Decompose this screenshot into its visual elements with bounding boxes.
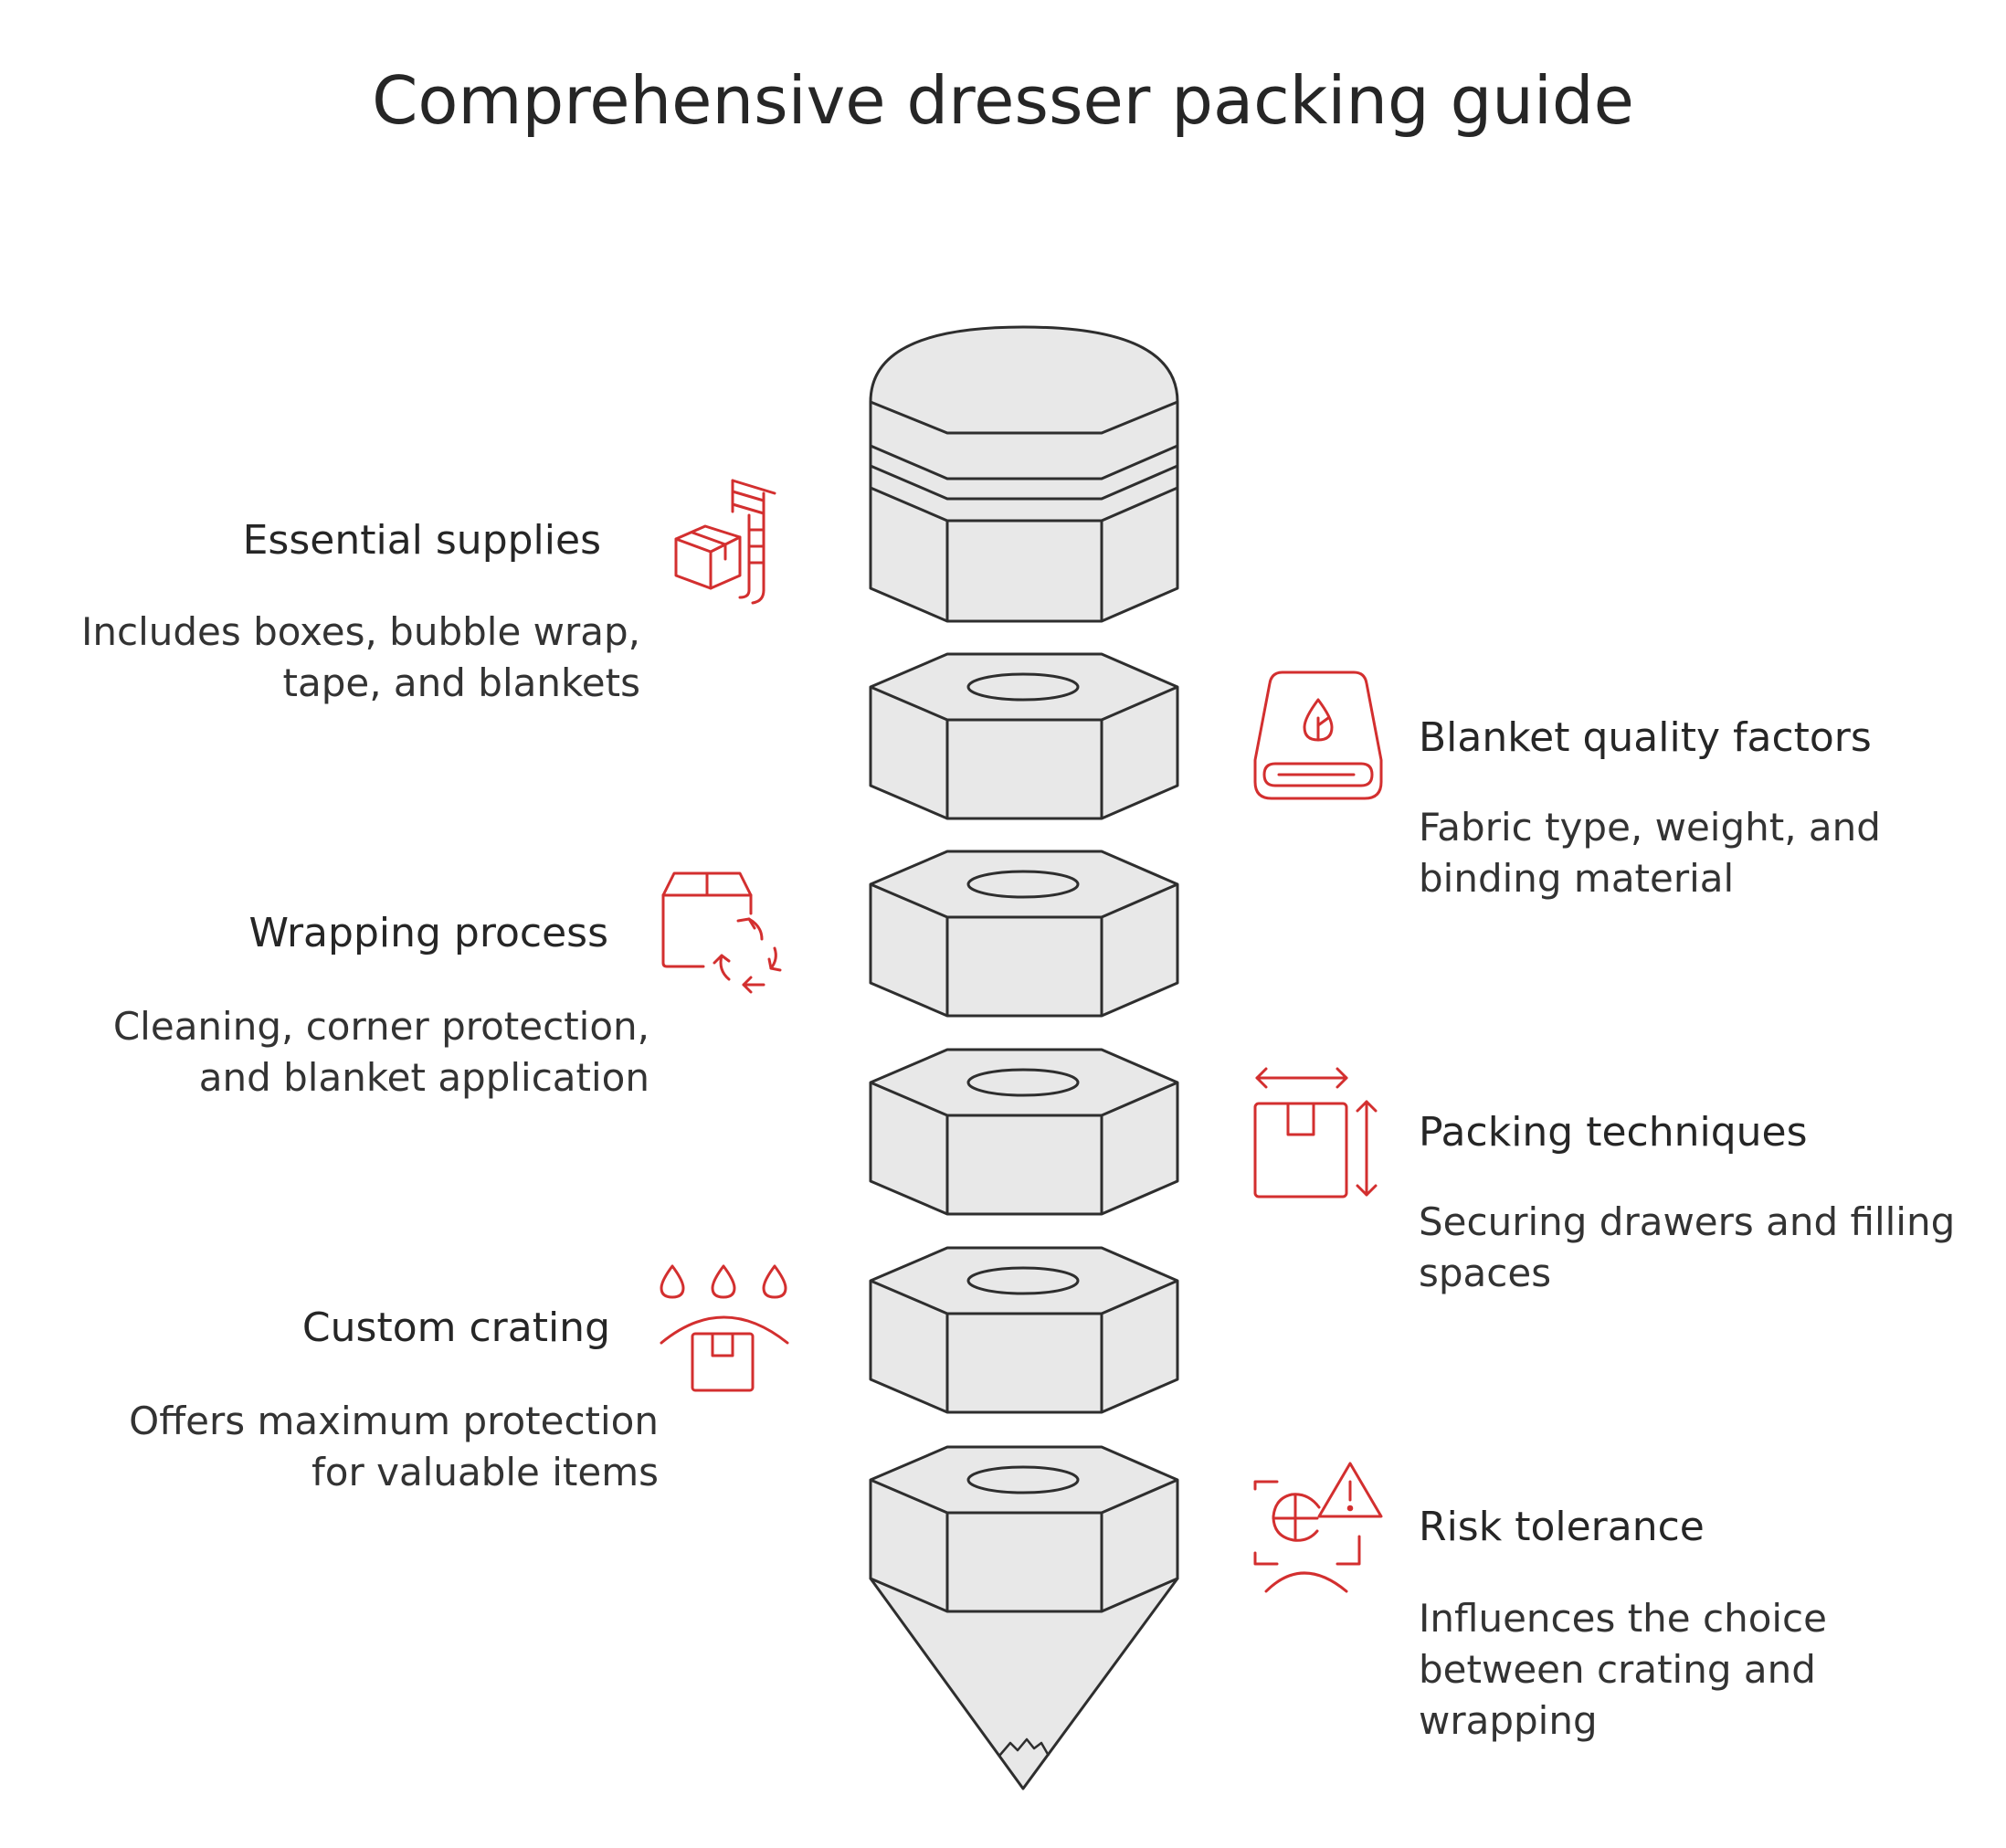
stack-tip-segment: [869, 1445, 1179, 1790]
stack-cap-segment: [869, 325, 1179, 623]
item-desc-packing-techniques: Securing drawers and filling spaces: [1419, 1199, 1956, 1295]
item-desc-custom-crating: Offers maximum protection for valuable i…: [129, 1399, 659, 1494]
page-title: Comprehensive dresser packing guide: [372, 62, 1634, 139]
box-recycle-icon: [660, 868, 791, 999]
item-heading-custom-crating: Custom crating: [301, 1304, 610, 1351]
item-heading-blanket-quality-factors: Blanket quality factors: [1419, 714, 1872, 761]
item-heading-packing-techniques: Packing techniques: [1419, 1109, 1808, 1156]
stack-hex-segment-3: [869, 1048, 1179, 1216]
stack-hex-segment-1: [869, 652, 1179, 820]
item-desc-essential-supplies: Includes boxes, bubble wrap, tape, and b…: [81, 609, 640, 705]
stack-hex-segment-4: [869, 1246, 1179, 1414]
stack-hex-segment-2: [869, 850, 1179, 1018]
item-heading-essential-supplies: Essential supplies: [242, 517, 601, 564]
item-desc-blanket-quality-factors: Fabric type, weight, and binding materia…: [1419, 805, 1881, 901]
box-dimensions-icon: [1251, 1065, 1385, 1200]
item-desc-risk-tolerance: Influences the choice between crating an…: [1419, 1596, 1827, 1743]
item-desc-wrapping-process: Cleaning, corner protection, and blanket…: [112, 1004, 649, 1100]
item-heading-wrapping-process: Wrapping process: [248, 910, 608, 956]
rolled-blanket-icon: [1251, 669, 1385, 802]
box-shield-drops-icon: [658, 1261, 791, 1394]
box-ladder-icon: [672, 475, 782, 607]
item-heading-risk-tolerance: Risk tolerance: [1419, 1504, 1705, 1550]
risk-warning-icon: [1251, 1458, 1385, 1593]
